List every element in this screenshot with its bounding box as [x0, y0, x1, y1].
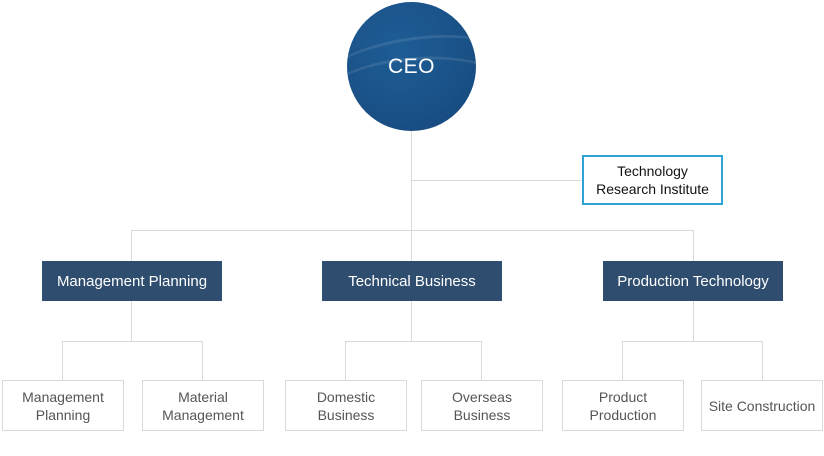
- unit-product-production: Product Production: [562, 380, 684, 431]
- connector-dept-2-horizontal: [345, 341, 482, 342]
- unit-management-planning: Management Planning: [2, 380, 124, 431]
- connector-departments-horizontal: [131, 230, 694, 231]
- department-production-technology: Production Technology: [603, 261, 783, 301]
- research-institute-node: Technology Research Institute: [582, 155, 723, 205]
- unit-label-line-2: Production: [589, 406, 657, 423]
- connector-dept-1-horizontal: [62, 341, 203, 342]
- ceo-label: CEO: [387, 54, 435, 78]
- unit-label-line-1: Overseas: [452, 388, 512, 405]
- connector-dept-1-up: [131, 230, 132, 261]
- connector-unit-2-1: [345, 341, 346, 380]
- unit-material-management: Material Management: [142, 380, 264, 431]
- unit-label-line-2: Planning: [35, 406, 91, 423]
- connector-unit-2-2: [481, 341, 482, 380]
- connector-dept-3-horizontal: [622, 341, 763, 342]
- research-institute-label-line-2: Research Institute: [596, 181, 709, 197]
- department-technical-business: Technical Business: [322, 261, 502, 301]
- unit-overseas-business: Overseas Business: [421, 380, 543, 431]
- department-label: Technical Business: [348, 272, 476, 290]
- unit-label-line-1: Domestic: [316, 388, 376, 405]
- connector-institute-branch: [411, 180, 582, 181]
- unit-label-line-1: Product: [598, 388, 648, 405]
- research-institute-label-line-1: Technology: [617, 163, 688, 179]
- unit-label-line-1: Site Construction: [708, 397, 816, 414]
- unit-label-line-2: Business: [317, 406, 375, 423]
- unit-label-line-1: Management: [22, 388, 104, 405]
- department-label: Production Technology: [617, 272, 769, 290]
- unit-domestic-business: Domestic Business: [285, 380, 407, 431]
- connector-ceo-trunk: [411, 131, 412, 261]
- unit-site-construction: Site Construction: [701, 380, 823, 431]
- unit-label-line-2: Management: [162, 406, 244, 423]
- connector-unit-1-1: [62, 341, 63, 380]
- unit-label-line-2: Business: [453, 406, 511, 423]
- department-management-planning: Management Planning: [42, 261, 222, 301]
- unit-label-line-1: Material: [178, 388, 228, 405]
- connector-unit-3-2: [762, 341, 763, 380]
- connector-unit-1-2: [202, 341, 203, 380]
- connector-unit-3-1: [622, 341, 623, 380]
- connector-dept-1-down: [131, 301, 132, 341]
- connector-dept-2-down: [411, 301, 412, 341]
- ceo-node: CEO: [347, 2, 476, 131]
- department-label: Management Planning: [56, 272, 208, 290]
- connector-dept-3-up: [693, 230, 694, 261]
- connector-dept-3-down: [693, 301, 694, 341]
